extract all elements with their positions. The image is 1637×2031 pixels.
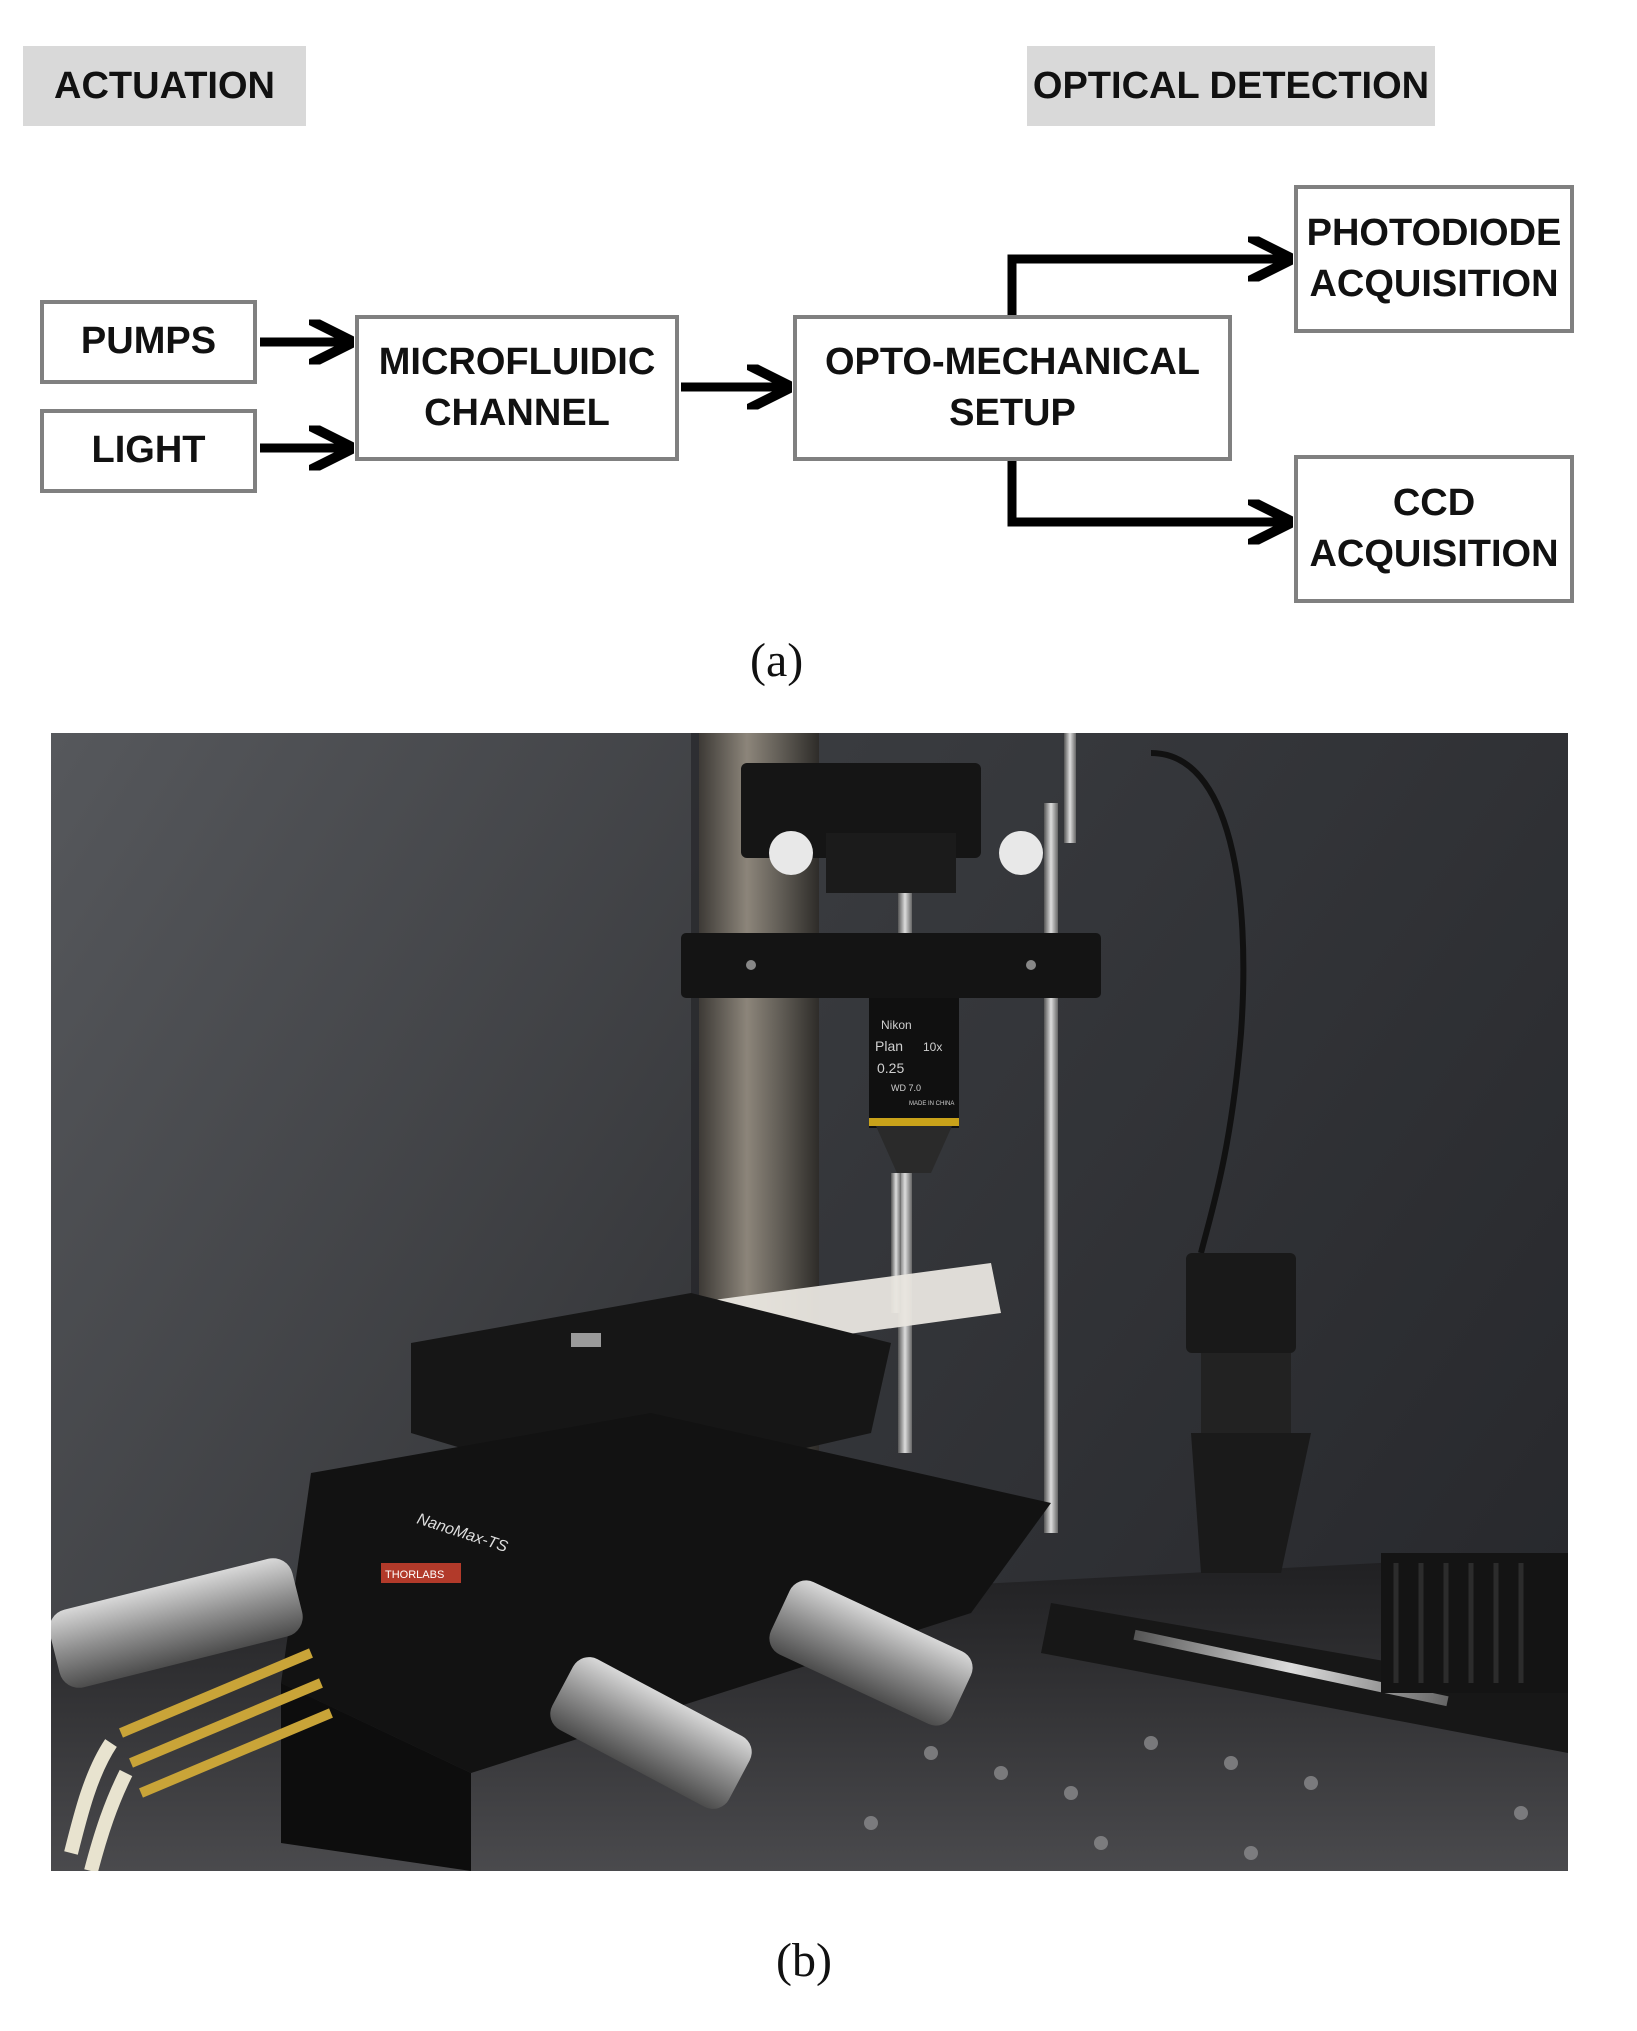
objective-mag-text: 10x — [923, 1040, 942, 1054]
arrow-opto-to-photodiode — [1007, 259, 1284, 315]
cage-plate — [681, 933, 1101, 998]
right-rod — [1133, 1629, 1449, 1707]
ccd-camera — [1186, 1253, 1296, 1353]
objective-na-text: 0.25 — [877, 1060, 904, 1076]
ccd-label-line2: ACQUISITION — [1309, 533, 1559, 575]
caption-b: (b) — [776, 1934, 832, 1987]
micrometer-center — [769, 1580, 973, 1726]
ccd-acquisition-box: CCD ACQUISITION — [1294, 455, 1574, 603]
arrow-opto-to-ccd — [1007, 461, 1284, 522]
heat-sink — [1381, 1553, 1568, 1693]
micrometer-left — [51, 1558, 303, 1688]
photodiode-label-line2: ACQUISITION — [1309, 263, 1559, 305]
opto-label-line1: OPTO-MECHANICAL — [824, 340, 1201, 383]
upper-tube — [826, 833, 956, 893]
cage-rod-right — [1044, 803, 1058, 1533]
camera-cable — [1150, 750, 1247, 1254]
caption-a: (a) — [750, 634, 804, 687]
stage-brand-label — [381, 1563, 461, 1583]
photodiode-label-line1: PHOTODIODE — [1306, 211, 1562, 254]
light-box: LIGHT — [40, 409, 257, 493]
objective-origin-text: MADE IN CHINA — [909, 1101, 954, 1107]
pumps-label: PUMPS — [80, 320, 217, 363]
brand-text: THORLABS — [385, 1569, 444, 1581]
pumps-box: PUMPS — [40, 300, 257, 384]
objective-brand-text: Nikon — [881, 1018, 912, 1032]
opto-label-line2: SETUP — [949, 392, 1076, 434]
microfluidic-label-line1: MICROFLUIDIC — [378, 340, 656, 383]
objective-wd-text: WD 7.0 — [891, 1083, 921, 1093]
photodiode-acquisition-box: PHOTODIODE ACQUISITION — [1294, 185, 1574, 333]
microfluidic-label-line2: CHANNEL — [424, 392, 610, 434]
objective-plan-text: Plan — [875, 1038, 903, 1054]
translation-stage — [281, 1413, 1051, 1773]
cage-rod-back — [1064, 733, 1076, 843]
objective-body — [869, 998, 959, 1128]
light-guide-rod — [891, 1173, 901, 1313]
fiber-cables — [64, 1739, 133, 1871]
micrometer-front — [550, 1657, 752, 1809]
microfluidic-channel-box: MICROFLUIDIC CHANNEL — [355, 315, 679, 461]
ccd-label-line1: CCD — [1392, 481, 1476, 524]
opto-mechanical-setup-box: OPTO-MECHANICAL SETUP — [793, 315, 1232, 461]
header-optical-detection: OPTICAL DETECTION — [1027, 46, 1435, 126]
light-label: LIGHT — [91, 429, 206, 472]
setup-photo: Nikon Plan 10x 0.25 WD 7.0 MADE IN CHINA… — [51, 733, 1568, 1871]
fiber-connectors — [119, 1648, 333, 1798]
header-actuation: ACTUATION — [23, 46, 306, 126]
